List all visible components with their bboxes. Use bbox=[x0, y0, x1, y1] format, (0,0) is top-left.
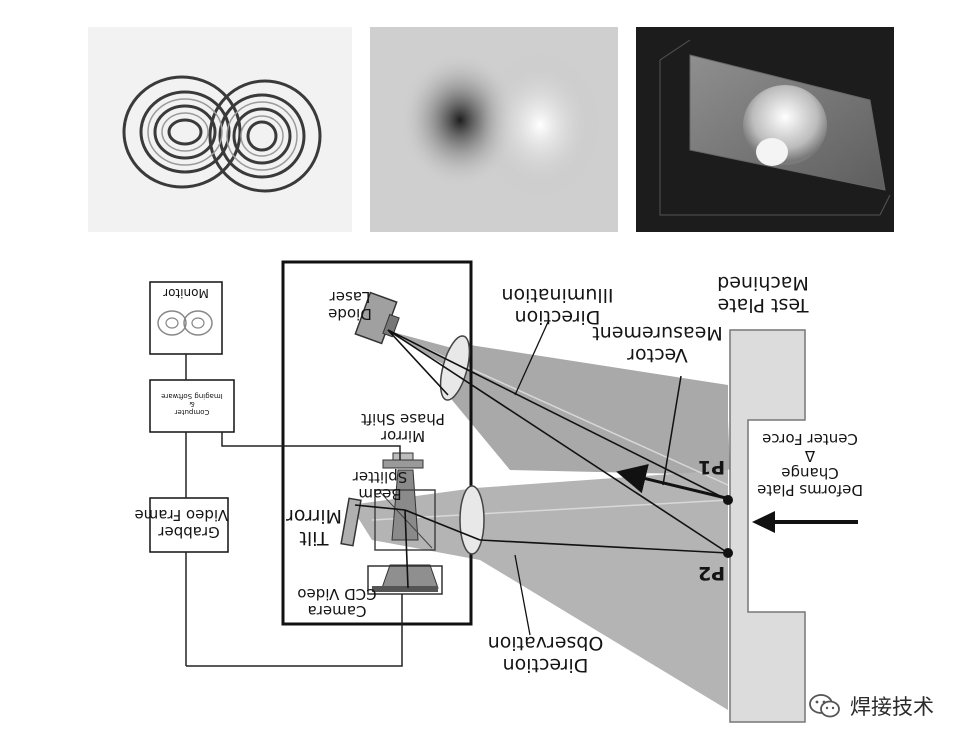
label-monitor: Monitor bbox=[163, 286, 209, 300]
watermark-text: 焊接技术 bbox=[850, 695, 934, 719]
phase-map-image bbox=[370, 27, 618, 232]
machined-test-plate bbox=[729, 329, 806, 723]
label-p1: P1 bbox=[698, 456, 726, 478]
illumination-rays bbox=[387, 329, 729, 554]
point-p2 bbox=[723, 548, 733, 558]
point-p1 bbox=[723, 495, 733, 505]
computer-box bbox=[149, 379, 235, 433]
3d-deformation-image bbox=[636, 27, 894, 232]
measurement-leader bbox=[662, 375, 682, 486]
illumination-leader bbox=[514, 321, 549, 396]
observation-beam bbox=[350, 470, 728, 710]
connection-wires bbox=[185, 354, 403, 667]
observation-leader bbox=[514, 554, 531, 636]
tilt-mirror bbox=[340, 497, 362, 547]
observation-rays bbox=[354, 504, 729, 589]
video-frame-grabber-box bbox=[149, 497, 229, 553]
watermark: 焊接技术 bbox=[808, 688, 968, 724]
laser-diode bbox=[354, 291, 400, 345]
measurement-vector-arrow bbox=[616, 464, 727, 500]
wechat-icon bbox=[809, 694, 840, 718]
ccd-video-camera bbox=[367, 564, 443, 595]
phase-shift-mirror bbox=[382, 452, 424, 469]
optics-enclosure bbox=[281, 260, 473, 626]
center-force-arrow bbox=[752, 511, 858, 533]
beam-splitter bbox=[374, 469, 436, 551]
fringe-pattern-image bbox=[88, 27, 352, 232]
beam-center-lines bbox=[371, 329, 729, 521]
observation-lens bbox=[459, 485, 485, 555]
label-computer: Computer&Imaging Software bbox=[161, 392, 223, 416]
illumination-lens bbox=[439, 335, 471, 401]
label-p2: P2 bbox=[698, 562, 726, 584]
monitor-box bbox=[149, 281, 223, 355]
